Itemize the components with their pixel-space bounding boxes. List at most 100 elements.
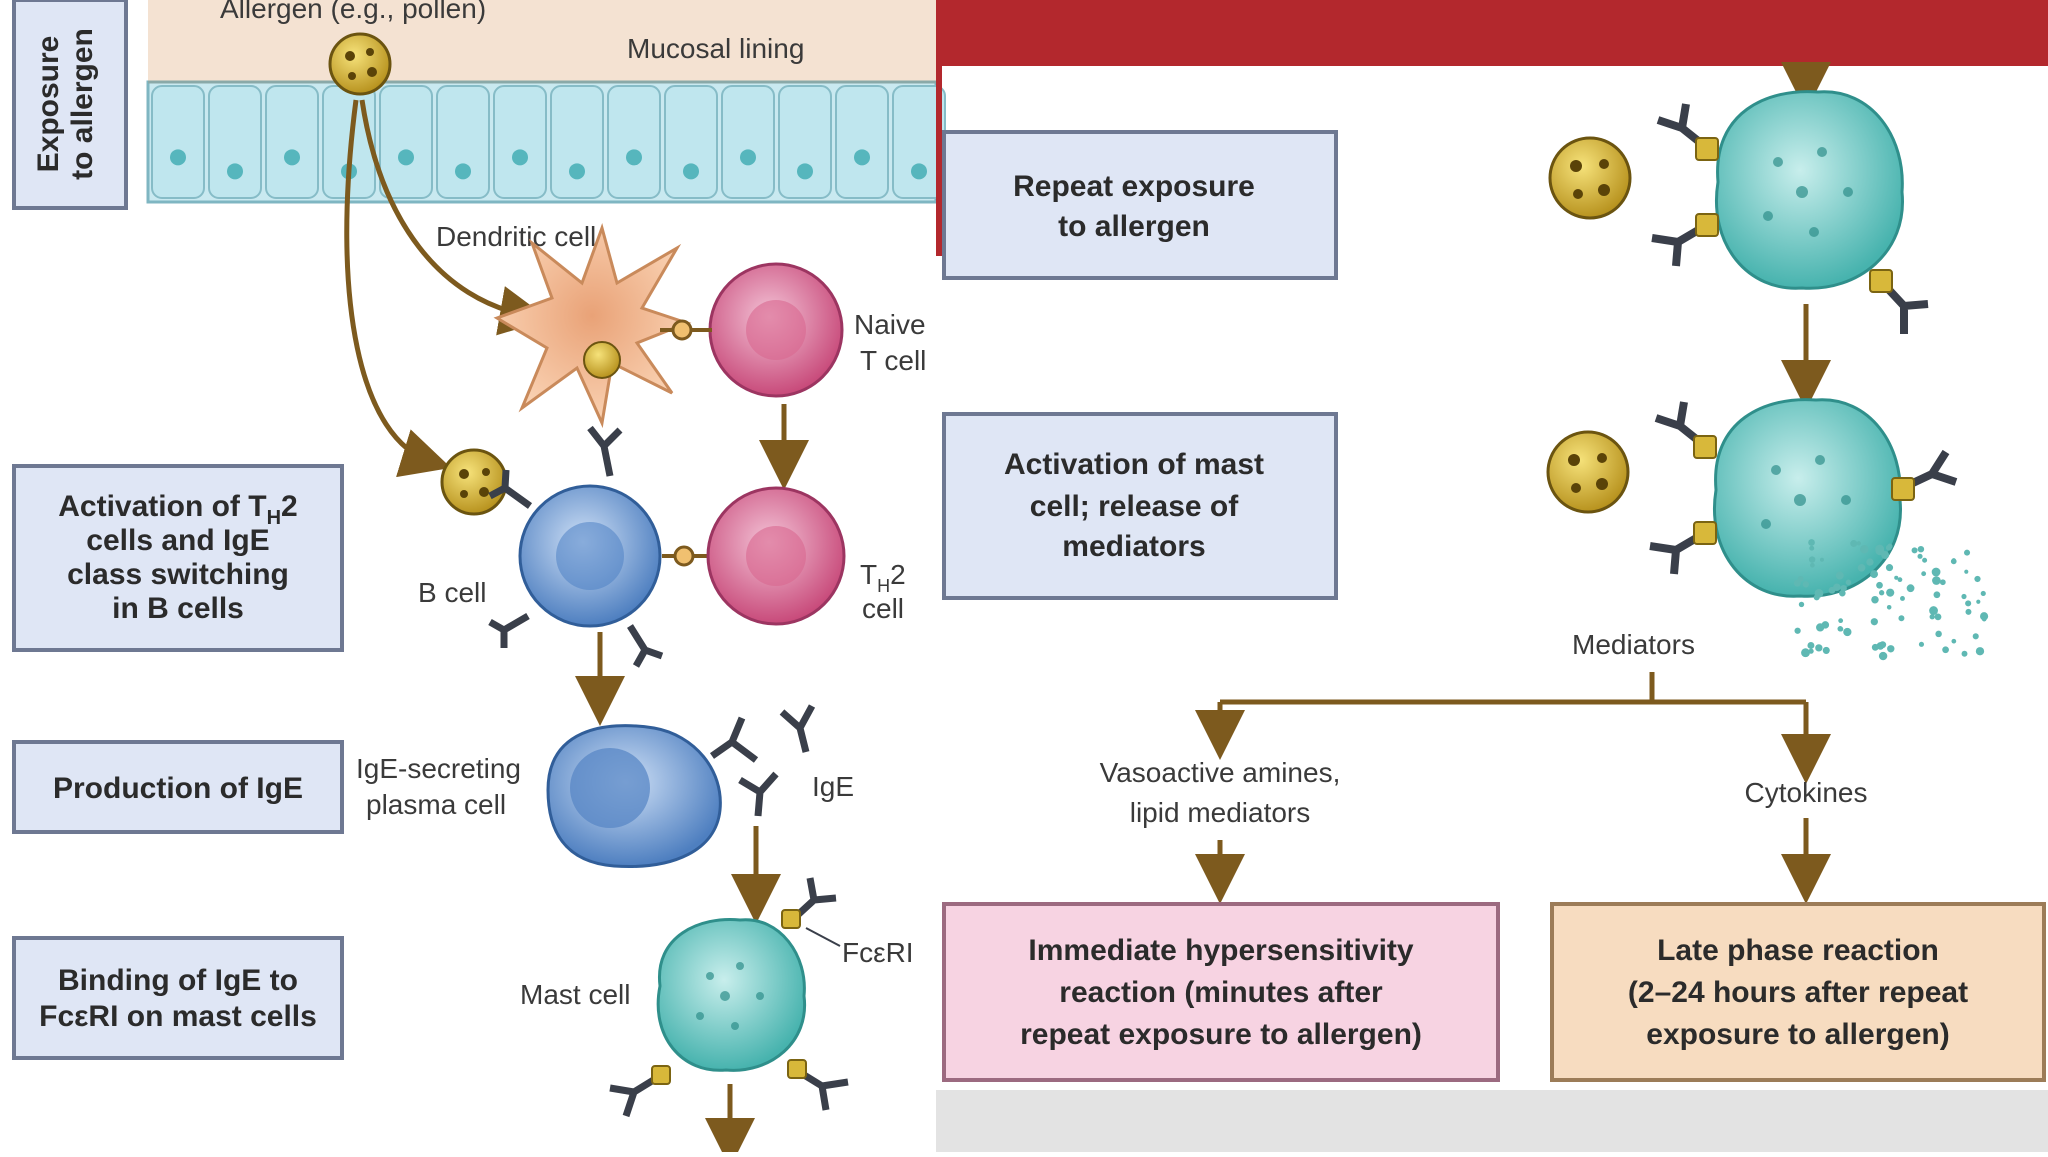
epithelial-nucleus <box>455 163 471 180</box>
arrow-to-dendritic <box>359 99 550 336</box>
b-cell-label: B cell <box>418 577 486 608</box>
mediator-granule <box>1931 567 1941 577</box>
mediator-granule <box>1964 549 1971 556</box>
left-panel: Exposure to allergen Allergen (e.g., pol… <box>12 0 946 1157</box>
mediator-granule <box>1835 571 1844 580</box>
plasma-cell-label-line2: plasma cell <box>366 789 506 820</box>
epithelial-nucleus <box>170 149 186 166</box>
epithelial-cell <box>151 85 205 199</box>
gray-footer-band <box>936 1090 2048 1152</box>
mediator-granule <box>1837 626 1844 632</box>
mediator-granule <box>1951 638 1957 644</box>
mediator-granule <box>1942 646 1949 654</box>
svg-text:in B cells: in B cells <box>112 592 244 625</box>
mediator-granule <box>1911 547 1918 554</box>
mediator-granule <box>1929 606 1938 616</box>
exposure-label-box <box>12 0 128 210</box>
mediator-granule <box>1932 576 1941 585</box>
svg-text:to allergen: to allergen <box>1058 210 1210 243</box>
mediator-granule <box>1972 633 1979 640</box>
svg-text:Activation of TH2: Activation of TH2 <box>58 490 297 529</box>
mediator-granule <box>1974 575 1981 583</box>
epithelial-cell <box>778 85 832 199</box>
ige-label: IgE <box>812 771 854 802</box>
mediator-granule <box>1815 644 1823 652</box>
mediator-granule <box>1897 577 1903 583</box>
mediator-granule <box>1885 564 1894 572</box>
epithelial-nucleus <box>911 163 927 180</box>
epithelial-nucleus <box>683 163 699 180</box>
mediator-granule <box>1980 590 1986 597</box>
exposure-label-line2: to allergen <box>66 28 99 180</box>
svg-text:Repeat exposure: Repeat exposure <box>1013 170 1255 203</box>
mediator-granule <box>1885 544 1892 551</box>
mediator-granule <box>1871 595 1879 604</box>
allergen-label: Allergen (e.g., pollen) <box>220 0 486 24</box>
mediator-granule <box>1822 646 1830 654</box>
mediator-granule <box>1881 551 1890 559</box>
mediator-granule <box>1887 645 1895 653</box>
svg-text:Binding of IgE to: Binding of IgE to <box>58 964 298 997</box>
mucosal-lining <box>146 0 946 204</box>
mediator-granule <box>1794 627 1801 634</box>
step-box-production-ige: Production of IgE <box>12 740 344 834</box>
epithelial-nucleus <box>854 149 870 166</box>
svg-text:cell; release of: cell; release of <box>1030 490 1239 523</box>
mediator-granule <box>1922 557 1928 563</box>
epithelial-nucleus <box>398 149 414 166</box>
mediator-granule <box>1917 553 1923 559</box>
mast-cell-label: Mast cell <box>520 979 630 1010</box>
mast-cell-icon-left <box>609 877 849 1118</box>
mediator-granule <box>1870 618 1878 626</box>
vasoactive-label-line1: Vasoactive amines, <box>1100 757 1341 788</box>
cytokines-label: Cytokines <box>1745 777 1868 808</box>
svg-text:Activation of mast: Activation of mast <box>1004 448 1264 481</box>
epithelial-nucleus <box>512 149 528 166</box>
epithelial-cell <box>721 85 775 199</box>
mediator-granule <box>1921 571 1927 577</box>
mediator-granule <box>1961 650 1968 657</box>
mediator-granule <box>1843 627 1852 637</box>
step-box-activation-th2: Activation of TH2 cells and IgE class sw… <box>12 464 344 652</box>
svg-text:Immediate hypersensitivity: Immediate hypersensitivity <box>1028 934 1413 967</box>
mediator-granule <box>1798 601 1805 608</box>
mediator-granule <box>1801 648 1810 658</box>
th2-cell-icon <box>706 486 846 626</box>
th2-cell-label-line1: TH2 <box>860 559 906 596</box>
mediator-granule <box>1918 641 1925 647</box>
mediator-granule <box>1934 613 1942 621</box>
plasma-cell-icon <box>546 724 722 868</box>
mediator-granule <box>1819 557 1824 562</box>
svg-text:repeat exposure to allergen): repeat exposure to allergen) <box>1020 1018 1422 1051</box>
mediator-granule <box>1871 643 1879 651</box>
svg-text:Late phase reaction: Late phase reaction <box>1657 934 1939 967</box>
mediator-granule <box>1906 584 1915 593</box>
naive-t-cell-icon <box>708 262 844 398</box>
ige-antibodies-icon <box>709 704 816 817</box>
mediator-granule <box>1965 600 1972 607</box>
th2-cell-label-line2: cell <box>862 593 904 624</box>
mediator-granule <box>1816 623 1825 632</box>
epithelial-cell <box>607 85 661 199</box>
svg-text:Production of IgE: Production of IgE <box>53 772 303 805</box>
mediator-granule <box>1886 605 1892 610</box>
mediator-granule <box>1900 596 1905 601</box>
mediator-granule <box>1976 599 1981 604</box>
right-panel: Repeat exposure to allergen <box>936 0 2048 1152</box>
epithelial-nucleus <box>626 149 642 166</box>
mediator-granule <box>1929 614 1935 620</box>
fceri-label: FcεRI <box>842 937 914 968</box>
vasoactive-label-line2: lipid mediators <box>1130 797 1311 828</box>
naive-t-cell-label-line1: Naive <box>854 309 926 340</box>
mediator-granule <box>1876 581 1883 589</box>
mediator-granule <box>1870 570 1879 579</box>
outcome-box-immediate: Immediate hypersensitivity reaction (min… <box>942 902 1500 1082</box>
plasma-cell-label-line1: IgE-secreting <box>356 753 521 784</box>
epithelial-cell <box>208 85 262 199</box>
mast-cell-degranulating-icon <box>1649 398 1989 661</box>
mediator-granule <box>1965 608 1972 615</box>
mediator-granule <box>1894 575 1899 580</box>
epithelial-cell <box>550 85 604 199</box>
